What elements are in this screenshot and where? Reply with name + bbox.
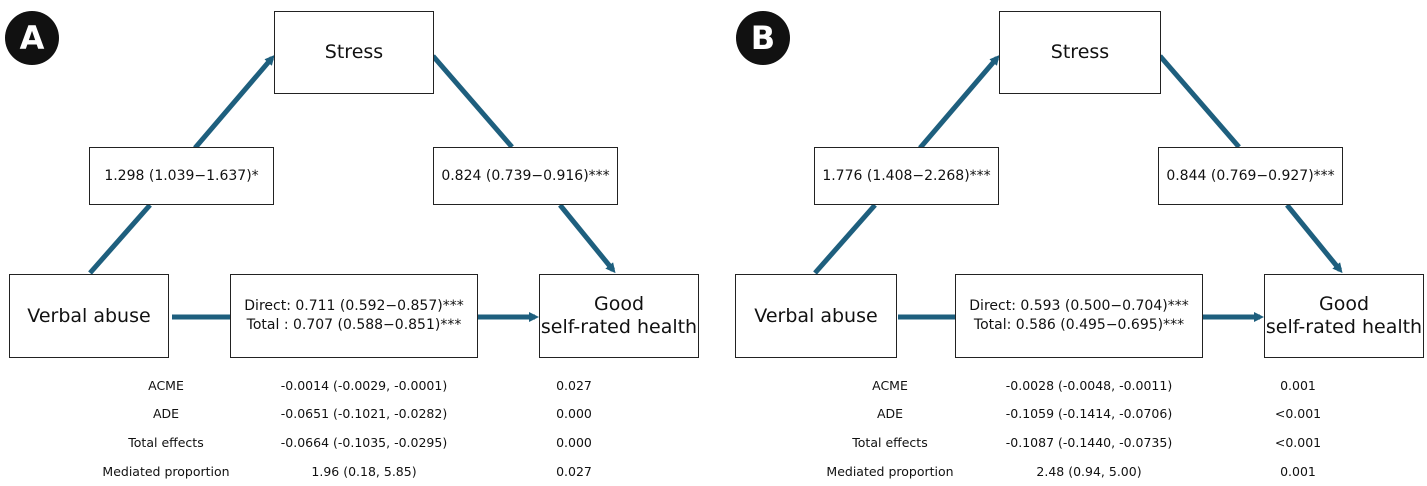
path-arrows (813, 54, 1343, 322)
panel-b: B Stress 1.776 (1.408−2.268)*** 0.844 (0… (727, 0, 1427, 486)
table-p-value: <0.001 (1274, 406, 1322, 421)
outcome-label-line1: Good (1318, 293, 1370, 316)
arrow-a-upper (193, 54, 275, 150)
direct-total-box: Direct: 0.711 (0.592−0.857)*** Total : 0… (230, 274, 478, 358)
table-estimate: -0.1087 (-0.1440, -0.0735) (1005, 435, 1173, 450)
panel-a: A Stress 1.298 (1.039−1.637)* 0.824 (0.7… (0, 0, 700, 486)
exposure-label: Verbal abuse (754, 304, 878, 327)
table-estimate: 1.96 (0.18, 5.85) (311, 464, 417, 479)
table-estimate: -0.0014 (-0.0029, -0.0001) (280, 378, 448, 393)
table-label: Mediated proportion (826, 464, 954, 479)
arrow-a-upper (918, 54, 1000, 150)
direct-total-box: Direct: 0.593 (0.500−0.704)*** Total: 0.… (955, 274, 1203, 358)
path-a-box: 1.776 (1.408−2.268)*** (814, 147, 999, 205)
mediator-box: Stress (274, 11, 434, 94)
outcome-box: Good self-rated health (539, 274, 699, 358)
table-p-value: 0.027 (556, 378, 592, 393)
total-effect: Total: 0.586 (0.495−0.695)*** (973, 317, 1185, 333)
path-a-box: 1.298 (1.039−1.637)* (89, 147, 274, 205)
mediator-box: Stress (999, 11, 1161, 94)
direct-effect: Direct: 0.711 (0.592−0.857)*** (244, 298, 464, 315)
exposure-box: Verbal abuse (9, 274, 169, 358)
table-p-value: <0.001 (1274, 435, 1322, 450)
path-a-coefficient: 1.298 (1.039−1.637)* (104, 167, 259, 184)
table-label: ADE (152, 406, 180, 421)
table-p-value: 0.000 (556, 406, 592, 421)
path-b-box: 0.844 (0.769−0.927)*** (1158, 147, 1343, 205)
path-a-coefficient: 1.776 (1.408−2.268)*** (822, 167, 991, 184)
arrow-b-upper (431, 54, 514, 149)
table-label: ACME (148, 378, 184, 393)
path-b-box: 0.824 (0.739−0.916)*** (433, 147, 618, 205)
path-arrows (88, 54, 616, 322)
exposure-box: Verbal abuse (735, 274, 897, 358)
table-estimate: -0.0651 (-0.1021, -0.0282) (280, 406, 448, 421)
exposure-label: Verbal abuse (27, 304, 151, 327)
panel-badge: A (5, 11, 59, 65)
table-label: Mediated proportion (102, 464, 230, 479)
arrow-a-lower (88, 203, 152, 275)
mediator-label: Stress (1050, 41, 1110, 64)
panel-badge: B (736, 11, 790, 65)
outcome-box: Good self-rated health (1264, 274, 1424, 358)
table-estimate: -0.0664 (-0.1035, -0.0295) (280, 435, 448, 450)
arrow-b-lower (1285, 203, 1343, 274)
path-b-coefficient: 0.844 (0.769−0.927)*** (1166, 167, 1335, 184)
table-estimate: -0.1059 (-0.1414, -0.0706) (1005, 406, 1173, 421)
table-estimate: -0.0028 (-0.0048, -0.0011) (1005, 378, 1173, 393)
table-p-value: 0.001 (1280, 378, 1316, 393)
table-label: ADE (876, 406, 904, 421)
table-p-value: 0.001 (1280, 464, 1316, 479)
table-label: Total effects (852, 435, 928, 450)
arrow-b-upper (1158, 54, 1241, 149)
table-p-value: 0.027 (556, 464, 592, 479)
table-label: ACME (872, 378, 908, 393)
outcome-label-line2: self-rated health (540, 316, 698, 338)
outcome-label-line1: Good (593, 293, 645, 316)
table-label: Total effects (128, 435, 204, 450)
table-estimate: 2.48 (0.94, 5.00) (1036, 464, 1142, 479)
mediator-label: Stress (324, 41, 384, 64)
total-effect: Total : 0.707 (0.588−0.851)*** (246, 317, 462, 333)
arrow-a-lower (813, 203, 877, 275)
direct-effect: Direct: 0.593 (0.500−0.704)*** (969, 298, 1189, 315)
outcome-label-line2: self-rated health (1265, 316, 1423, 338)
path-b-coefficient: 0.824 (0.739−0.916)*** (441, 167, 610, 184)
arrow-b-lower (558, 203, 616, 274)
table-p-value: 0.000 (556, 435, 592, 450)
